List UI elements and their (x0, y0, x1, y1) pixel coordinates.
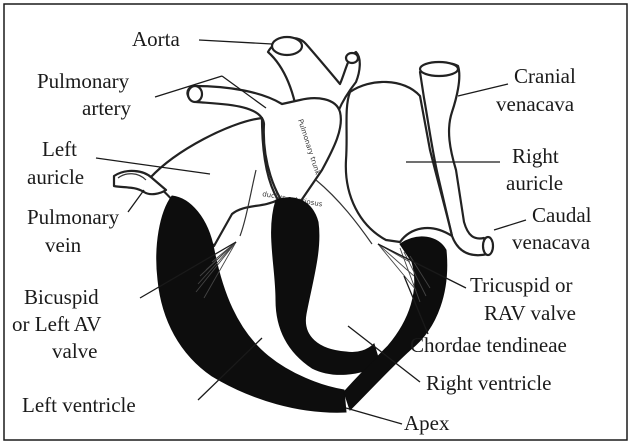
label-cranial-venacava-line2: venacava (496, 92, 575, 116)
interventricular-septum (272, 198, 380, 375)
label-left-ventricle: Left ventricle (22, 393, 136, 417)
label-pulmonary-artery-line1: Pulmonary (37, 69, 130, 93)
label-chordae-tendineae: Chordae tendineae (410, 333, 567, 357)
label-bicuspid-line3: valve (52, 339, 97, 363)
label-caudal-venacava-line1: Caudal (532, 203, 592, 227)
leader-apex (346, 408, 402, 424)
label-pulmonary-vein-line2: vein (45, 233, 82, 257)
label-left-auricle-line1: Left (42, 137, 77, 161)
label-pulmonary-vein-line1: Pulmonary (27, 205, 120, 229)
label-caudal-venacava-line2: venacava (512, 230, 591, 254)
label-aorta: Aorta (132, 27, 180, 51)
pulmonary-artery-opening (188, 86, 202, 102)
label-right-auricle-line2: auricle (506, 171, 563, 195)
label-cranial-venacava-line1: Cranial (514, 64, 576, 88)
label-left-auricle-line2: auricle (27, 165, 84, 189)
label-pulmonary-artery-line2: artery (82, 96, 131, 120)
caudal-venacava-opening (483, 237, 493, 255)
leader-pulmonary-vein (128, 190, 144, 212)
label-apex: Apex (404, 411, 450, 435)
aortic-branch (346, 53, 358, 63)
aorta-opening (272, 37, 302, 55)
label-tricuspid-line2: RAV valve (484, 301, 576, 325)
leader-aorta (199, 40, 272, 44)
leader-caudal-venacava (494, 220, 526, 230)
label-bicuspid-line2: or Left AV (12, 312, 101, 336)
cranial-venacava-opening (420, 62, 458, 76)
label-bicuspid-line1: Bicuspid (24, 285, 99, 309)
label-tricuspid-line1: Tricuspid or (470, 273, 573, 297)
label-right-auricle-line1: Right (512, 144, 559, 168)
label-right-ventricle: Right ventricle (426, 371, 551, 395)
